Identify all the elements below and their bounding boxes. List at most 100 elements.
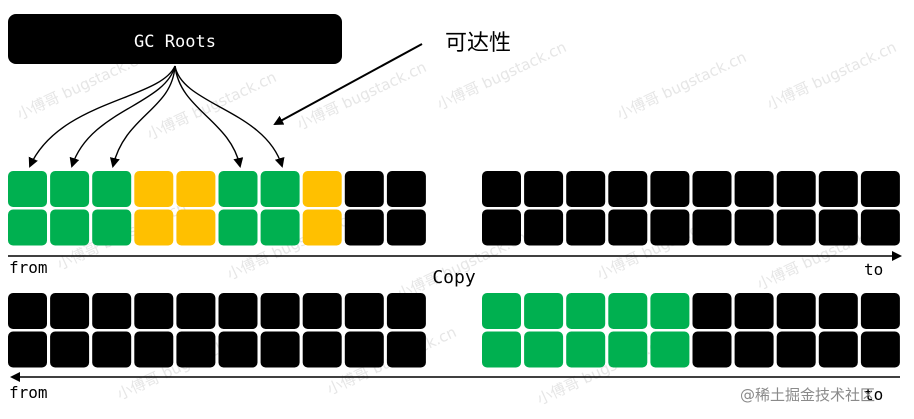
memory-cell-free [386,293,426,329]
memory-cell-free [386,171,426,207]
memory-cell-free [734,293,774,329]
memory-cell-free [524,171,564,207]
top-from-label: from [9,258,48,277]
memory-cell-reachable [608,331,648,368]
memory-cell-reachable [50,171,90,207]
memory-cell-reachable [482,293,521,329]
top-to-label: to [864,260,883,279]
memory-cell-free [176,331,216,368]
memory-cell-unreachable [134,171,174,207]
reachability-label: 可达性 [445,31,511,56]
watermark-text: 小傅哥 bugstack.cn [294,58,429,134]
memory-cell-reachable [608,293,648,329]
memory-cell-free [692,171,732,207]
memory-blocks [8,171,900,368]
memory-cell-reachable [260,171,300,207]
memory-cell-free [218,293,258,329]
reference-arrow [69,65,176,168]
memory-cell-free [302,331,342,368]
memory-cell-reachable [524,293,564,329]
memory-cell-free [566,209,606,246]
memory-cell-reachable [8,171,47,207]
memory-cell-free [776,171,816,207]
memory-cell-free [176,293,216,329]
memory-cell-free [8,293,47,329]
reference-arrows [28,65,285,168]
memory-cell-free [692,293,732,329]
memory-region-bottom-right [482,293,900,368]
memory-cell-free [608,209,648,246]
memory-region-bottom-left [8,293,426,368]
memory-cell-free [818,209,858,246]
gc-roots-box: GC Roots [8,14,342,64]
memory-cell-free [608,171,648,207]
watermark-text: 小傅哥 bugstack.cn [614,48,749,124]
memory-cell-free [692,209,732,246]
memory-cell-reachable [566,331,606,368]
memory-cell-free [218,331,258,368]
memory-cell-free [50,293,90,329]
memory-cell-reachable [92,209,132,246]
memory-cell-free [386,209,426,246]
credit-text: @稀土掘金技术社区 [740,386,875,404]
memory-cell-unreachable [176,171,216,207]
memory-cell-unreachable [302,209,342,246]
memory-cell-free [818,331,858,368]
memory-cell-free [692,331,732,368]
copy-label: Copy [432,267,476,288]
memory-region-top-right [482,171,900,246]
memory-cell-reachable [482,331,521,368]
memory-cell-free [344,171,384,207]
memory-cell-free [92,331,132,368]
bottom-from-label: from [9,383,48,402]
memory-cell-free [302,293,342,329]
memory-cell-free [650,209,690,246]
memory-cell-free [860,171,900,207]
memory-cell-free [524,209,564,246]
reachability-arrow [273,43,423,125]
memory-cell-unreachable [302,171,342,207]
reference-arrow [174,65,285,168]
memory-cell-reachable [260,209,300,246]
memory-cell-free [260,331,300,368]
memory-cell-reachable [92,171,132,207]
gc-roots-label: GC Roots [134,32,216,52]
bottom-to-label: to [864,385,883,404]
memory-cell-reachable [218,171,258,207]
memory-cell-reachable [524,331,564,368]
memory-cell-free [482,209,521,246]
memory-cell-free [134,331,174,368]
reference-arrow [28,65,176,168]
reference-arrow [109,65,176,168]
memory-cell-free [860,293,900,329]
memory-cell-free [8,331,47,368]
memory-cell-free [776,293,816,329]
memory-cell-free [344,331,384,368]
memory-cell-unreachable [134,209,174,246]
memory-cell-free [92,293,132,329]
memory-cell-reachable [650,331,690,368]
memory-cell-free [482,171,521,207]
memory-cell-free [734,209,774,246]
memory-region-top-left [8,171,426,246]
memory-cell-free [50,331,90,368]
reference-arrow [174,65,244,168]
memory-cell-reachable [566,293,606,329]
watermark-text: 小傅哥 bugstack.cn [764,38,899,114]
memory-cell-reachable [218,209,258,246]
memory-cell-reachable [650,293,690,329]
memory-cell-free [260,293,300,329]
memory-cell-free [776,209,816,246]
memory-cell-free [386,331,426,368]
memory-cell-free [860,209,900,246]
memory-cell-free [134,293,174,329]
memory-cell-free [818,171,858,207]
memory-cell-unreachable [176,209,216,246]
memory-cell-free [818,293,858,329]
memory-cell-free [734,171,774,207]
memory-cell-reachable [50,209,90,246]
memory-cell-free [344,293,384,329]
memory-cell-free [650,171,690,207]
